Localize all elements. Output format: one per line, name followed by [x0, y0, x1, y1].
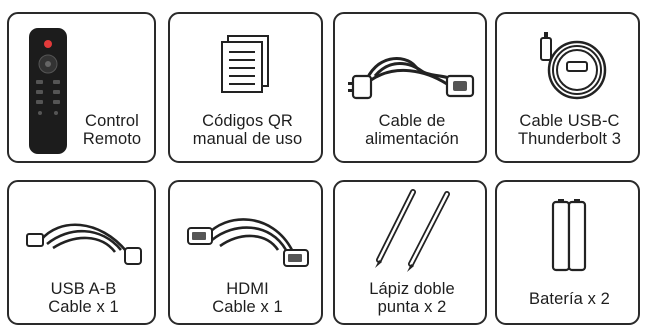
item-label-line2: alimentación	[365, 130, 459, 148]
power-cable-icon	[348, 57, 475, 100]
item-label: Control Remoto	[69, 112, 154, 148]
item-label-line2: Batería x 2	[529, 290, 610, 308]
item-label-line2: Remoto	[82, 130, 142, 148]
remote-control-icon	[29, 28, 67, 154]
item-card-remote-control: Control Remoto	[7, 12, 156, 163]
battery-icon	[551, 199, 587, 272]
item-label-line2: Thunderbolt 3	[517, 130, 622, 148]
item-label: Cable USB-C Thunderbolt 3	[497, 112, 638, 148]
item-label: HDMI Cable x 1	[170, 280, 321, 316]
item-card-qr-manual: Códigos QR manual de uso	[168, 12, 323, 163]
item-card-battery: Batería x 2	[495, 180, 640, 325]
item-label-line1: Cable USB-C	[519, 112, 620, 130]
usb-cable-icon	[26, 223, 142, 265]
item-label-line1: HDMI	[226, 280, 269, 298]
item-label: Batería x 2	[497, 290, 638, 308]
item-label: Códigos QR manual de uso	[170, 112, 321, 148]
item-card-usb-c-cable: Cable USB-C Thunderbolt 3	[495, 12, 640, 163]
item-label-line1: Control	[85, 112, 139, 130]
document-pages-icon	[221, 35, 269, 93]
stylus-pen-icon	[375, 189, 450, 272]
item-label-line1: Lápiz doble	[369, 280, 455, 298]
hdmi-cable-icon	[187, 218, 309, 267]
item-card-usb-ab-cable: USB A-B Cable x 1	[7, 180, 156, 325]
item-label: Cable de alimentación	[335, 112, 485, 148]
item-label-line2: Cable x 1	[48, 298, 119, 316]
item-label-line2: punta x 2	[377, 298, 447, 316]
item-label-line1: Códigos QR	[202, 112, 293, 130]
item-card-power-cable: Cable de alimentación	[333, 12, 487, 163]
item-card-stylus: Lápiz doble punta x 2	[333, 180, 487, 325]
item-card-hdmi-cable: HDMI Cable x 1	[168, 180, 323, 325]
item-label-line1: Cable de	[378, 112, 446, 130]
item-label-line2: manual de uso	[192, 130, 303, 148]
item-label: USB A-B Cable x 1	[9, 280, 154, 316]
item-label-line2: Cable x 1	[212, 298, 283, 316]
usb-c-cable-icon	[540, 32, 607, 100]
item-label-line1: USB A-B	[50, 280, 117, 298]
item-label: Lápiz doble punta x 2	[335, 280, 485, 316]
